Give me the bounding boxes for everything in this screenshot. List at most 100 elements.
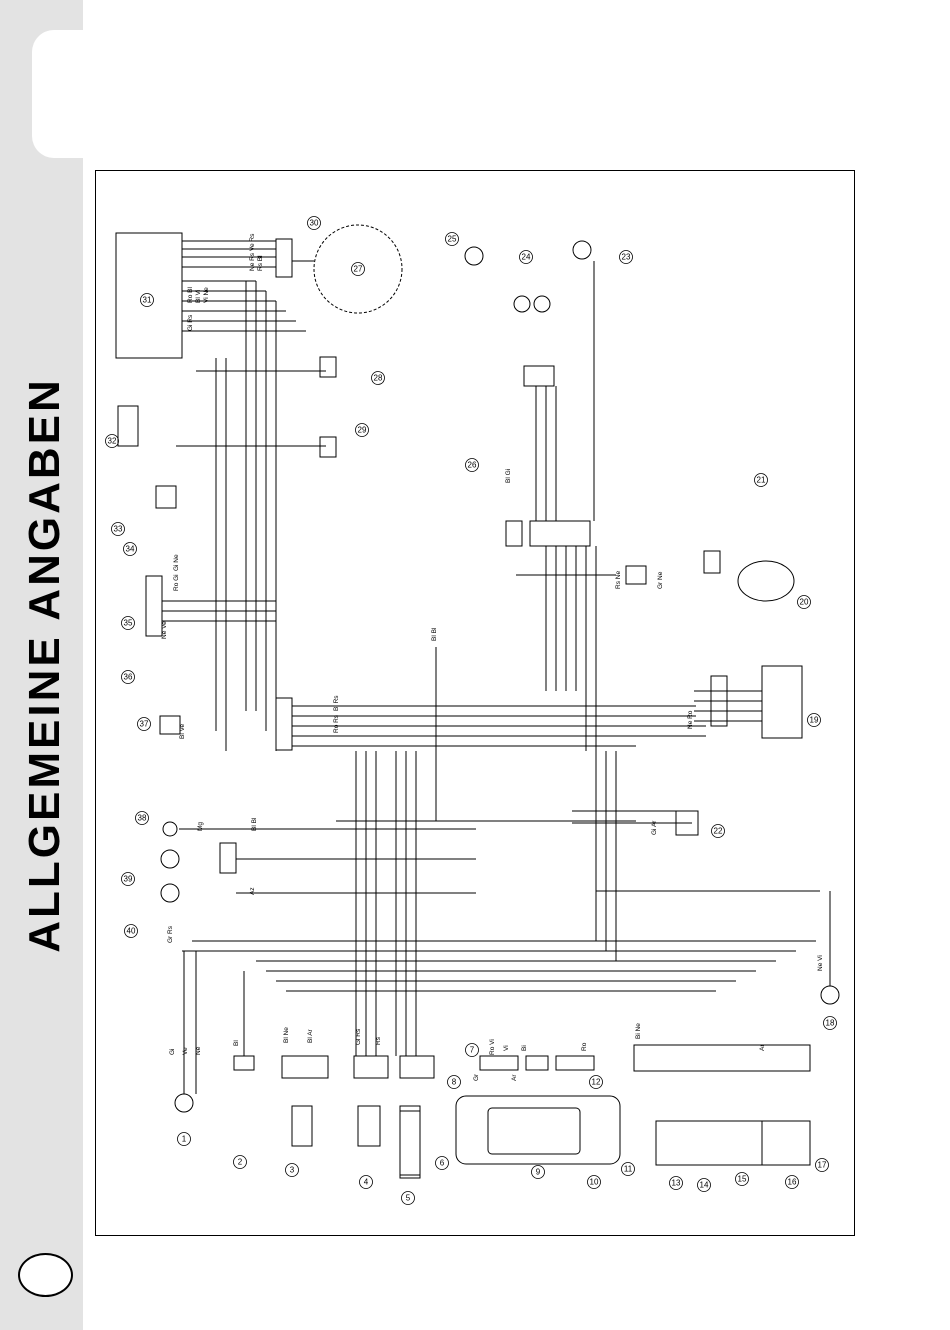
switch-group	[633, 1044, 811, 1072]
callout-circle	[797, 595, 811, 609]
lamp	[160, 849, 180, 869]
wire-label: Rs	[375, 1036, 382, 1045]
callout-circle	[121, 670, 135, 684]
wire-label: Gi Ar	[651, 820, 658, 835]
connector-block	[479, 1055, 519, 1071]
callout-circle	[447, 1075, 461, 1089]
callout-15: 15	[738, 1175, 747, 1184]
callout-circle	[669, 1176, 683, 1190]
callout-17: 17	[818, 1161, 827, 1170]
switch-block	[291, 1105, 313, 1147]
diagram-frame: 1 2 3 4 5 6 7 8 9 10 11 12 13 14 15 16 1…	[95, 170, 855, 1236]
callout-circle	[401, 1191, 415, 1205]
wire-label: Bi	[521, 1045, 528, 1051]
callout-circle	[351, 262, 365, 276]
callout-circle	[135, 811, 149, 825]
wire-label: Ro Vi	[489, 1039, 496, 1055]
side-strip: ALLGEMEINE ANGABEN	[0, 0, 83, 1330]
callout-circle	[711, 824, 725, 838]
connector-block	[505, 520, 523, 547]
wire-label: Ve	[182, 1047, 189, 1055]
callout-circle	[307, 216, 321, 230]
wire-label: Gr Ne	[657, 571, 664, 589]
connector-block	[625, 565, 647, 585]
callout-24: 24	[522, 253, 531, 262]
wire-label: Bl Bl	[431, 627, 438, 641]
callout-36: 36	[124, 673, 133, 682]
switch-block	[281, 1055, 329, 1079]
callout-4: 4	[364, 1178, 369, 1187]
wire-label: Bl Ve	[179, 723, 186, 739]
callout-38: 38	[138, 814, 147, 823]
page-number-oval	[18, 1253, 73, 1297]
callout-circle	[619, 250, 633, 264]
callout-circle	[519, 250, 533, 264]
wire-label: Ne Ro	[687, 710, 694, 729]
wire-label: Gr	[473, 1073, 480, 1081]
callout-circle	[735, 1172, 749, 1186]
starter-motor	[737, 560, 795, 602]
wire-label: Mg	[197, 822, 204, 831]
callout-circle	[465, 1043, 479, 1057]
lamp	[162, 821, 178, 837]
wire-label: Bi Ne	[635, 1023, 642, 1039]
callout-circle	[754, 473, 768, 487]
wire-label: Vi	[503, 1045, 510, 1051]
instrument-panel	[455, 1095, 621, 1165]
callout-12: 12	[592, 1078, 601, 1087]
callout-20: 20	[800, 598, 809, 607]
callout-circle	[815, 1158, 829, 1172]
callout-3: 3	[290, 1166, 295, 1175]
callout-circle	[589, 1075, 603, 1089]
callout-circle	[121, 872, 135, 886]
wire-label: Gr Rs	[167, 925, 174, 943]
connector-block	[275, 697, 293, 751]
callout-circle	[124, 924, 138, 938]
callout-circle	[121, 616, 135, 630]
tab-marker	[32, 30, 83, 158]
callout-circle	[140, 293, 154, 307]
callout-8: 8	[452, 1078, 457, 1087]
lamp	[820, 985, 840, 1005]
connector-block	[523, 365, 555, 387]
callout-circle	[445, 232, 459, 246]
callout-circle	[587, 1175, 601, 1189]
callout-32: 32	[108, 437, 117, 446]
wire-label: Gi	[169, 1049, 176, 1056]
callout-circle	[531, 1165, 545, 1179]
wire-label: Ro Bl	[187, 287, 194, 303]
switch-group	[761, 1120, 811, 1166]
callout-circle	[137, 717, 151, 731]
wire-label: Vi Ne	[203, 287, 210, 303]
switch-block	[357, 1105, 381, 1147]
callout-39: 39	[124, 875, 133, 884]
connector-block	[703, 550, 721, 574]
connector-block	[145, 575, 163, 637]
wire-label: Ve Rs	[249, 233, 256, 251]
callout-37: 37	[140, 720, 149, 729]
connector-block	[275, 238, 293, 278]
callout-circle	[823, 1016, 837, 1030]
callout-31: 31	[143, 296, 152, 305]
alternator-circle	[313, 224, 403, 314]
callout-23: 23	[622, 253, 631, 262]
callout-circle	[233, 1155, 247, 1169]
callout-22: 22	[714, 827, 723, 836]
callout-13: 13	[672, 1179, 681, 1188]
instrument-display	[487, 1107, 581, 1155]
callout-circle	[621, 1162, 635, 1176]
wire-label: Az	[249, 887, 256, 895]
wire-label: Ne	[195, 1046, 202, 1055]
connector-block	[555, 1055, 595, 1071]
callout-6: 6	[440, 1159, 445, 1168]
callout-7: 7	[470, 1046, 475, 1055]
ecu-block	[115, 232, 183, 359]
wiring-diagram: 1 2 3 4 5 6 7 8 9 10 11 12 13 14 15 16 1…	[105, 216, 840, 1205]
wire-label: Rs Bl	[257, 255, 264, 271]
lamp	[513, 295, 531, 313]
connector-block	[319, 436, 337, 458]
relay-block	[117, 405, 139, 447]
callout-11: 11	[624, 1165, 633, 1174]
connector-block	[525, 1055, 549, 1071]
connector-block	[159, 715, 181, 735]
